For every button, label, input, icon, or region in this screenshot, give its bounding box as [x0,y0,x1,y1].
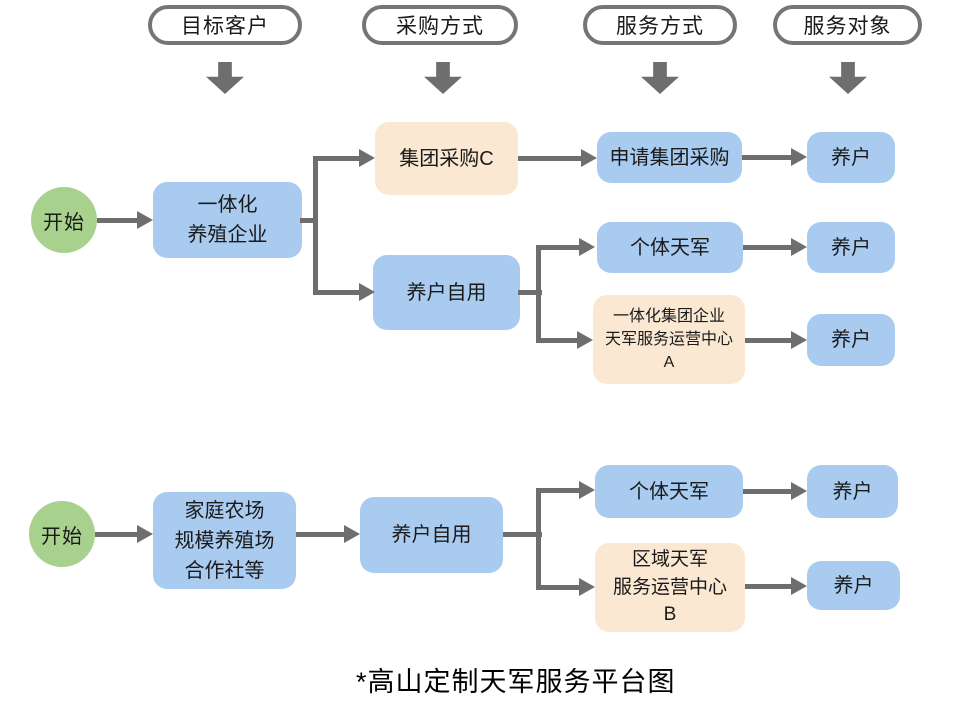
connector-arrowhead [359,283,375,301]
node-label: 养户 [831,146,871,169]
start-label: 开始 [43,211,85,234]
start-node-flow2: 开始 [29,501,95,567]
connector-line [745,584,791,589]
down-block-arrow-icon [424,62,462,94]
connector-arrowhead [577,331,593,349]
node-label: 申请集团采购 [609,146,730,169]
node-individual-tianjun-flow2: 个体天军 [595,465,743,518]
node-apply-group-purchase: 申请集团采购 [597,132,742,183]
connector-line [296,532,344,537]
connector-line [536,585,579,590]
connector-line [536,245,541,343]
node-self-use-flow2: 养户自用 [360,497,503,573]
connector-arrowhead [579,238,595,256]
connector-line [313,156,318,295]
node-label: 养户自用 [406,281,487,304]
connector-arrowhead [791,577,807,595]
connector-line [518,156,581,161]
connector-arrowhead [137,525,153,543]
connector-line [742,155,791,160]
node-label: 区域天军 服务运营中心 B [612,549,727,626]
connector-line [518,290,542,295]
diagram-caption: *高山定制天军服务平台图 [356,667,676,697]
down-block-arrow-icon [641,62,679,94]
node-label: 养户 [833,574,874,597]
connector-line [300,218,318,223]
connector-line [745,338,791,343]
node-label: 一体化 养殖企业 [187,194,268,246]
node-label: 家庭农场 规模养殖场 合作社等 [174,499,275,582]
connector-line [743,245,791,250]
connector-arrowhead [579,481,595,499]
down-block-arrow-icon [829,62,867,94]
connector-line [536,488,579,493]
connector-arrowhead [791,331,807,349]
node-service-center-b: 区域天军 服务运营中心 B [595,543,745,632]
node-farmer: 养户 [807,132,895,183]
header-label: 采购方式 [396,15,484,38]
header-pill-service-method: 服务方式 [583,5,737,45]
connector-line [97,218,137,223]
connector-arrowhead [791,482,807,500]
node-label: 个体天军 [630,236,710,259]
start-node-flow1: 开始 [31,187,97,253]
node-farmer: 养户 [807,465,898,518]
connector-arrowhead [579,578,595,596]
connector-line [313,156,359,161]
header-pill-service-object: 服务对象 [773,5,922,45]
connector-line [743,489,791,494]
connector-arrowhead [137,211,153,229]
node-label: 集团采购C [399,147,494,170]
start-label: 开始 [41,525,83,548]
node-family-farm: 家庭农场 规模养殖场 合作社等 [153,492,296,589]
node-label: 养户 [831,236,871,259]
connector-line [313,290,359,295]
header-pill-target-customer: 目标客户 [148,5,302,45]
connector-line [95,532,137,537]
node-group-purchase: 集团采购C [375,122,518,195]
node-label: 养户 [831,329,871,351]
header-pill-procurement-method: 采购方式 [362,5,518,45]
node-self-use-flow1: 养户自用 [373,255,520,330]
node-label: 养户 [832,480,873,503]
node-label: 养户自用 [391,524,472,546]
connector-arrowhead [344,525,360,543]
connector-line [503,532,542,537]
node-farmer: 养户 [807,561,900,610]
connector-arrowhead [581,149,597,167]
node-farmer: 养户 [807,314,895,366]
node-farmer: 养户 [807,222,895,273]
down-block-arrow-icon [206,62,244,94]
connector-line [536,488,541,589]
node-label: 一体化集团企业 天军服务运营中心 A [604,307,733,372]
node-label: 个体天军 [629,480,709,503]
connector-arrowhead [791,148,807,166]
header-label: 服务方式 [616,15,704,38]
connector-arrowhead [359,149,375,167]
header-label: 服务对象 [803,15,892,38]
node-integrated-enterprise: 一体化 养殖企业 [153,182,302,258]
connector-line [536,338,577,343]
header-label: 目标客户 [181,15,269,38]
connector-line [536,245,579,250]
connector-arrowhead [791,238,807,256]
node-service-center-a: 一体化集团企业 天军服务运营中心 A [593,295,745,384]
node-individual-tianjun-flow1: 个体天军 [597,222,743,273]
